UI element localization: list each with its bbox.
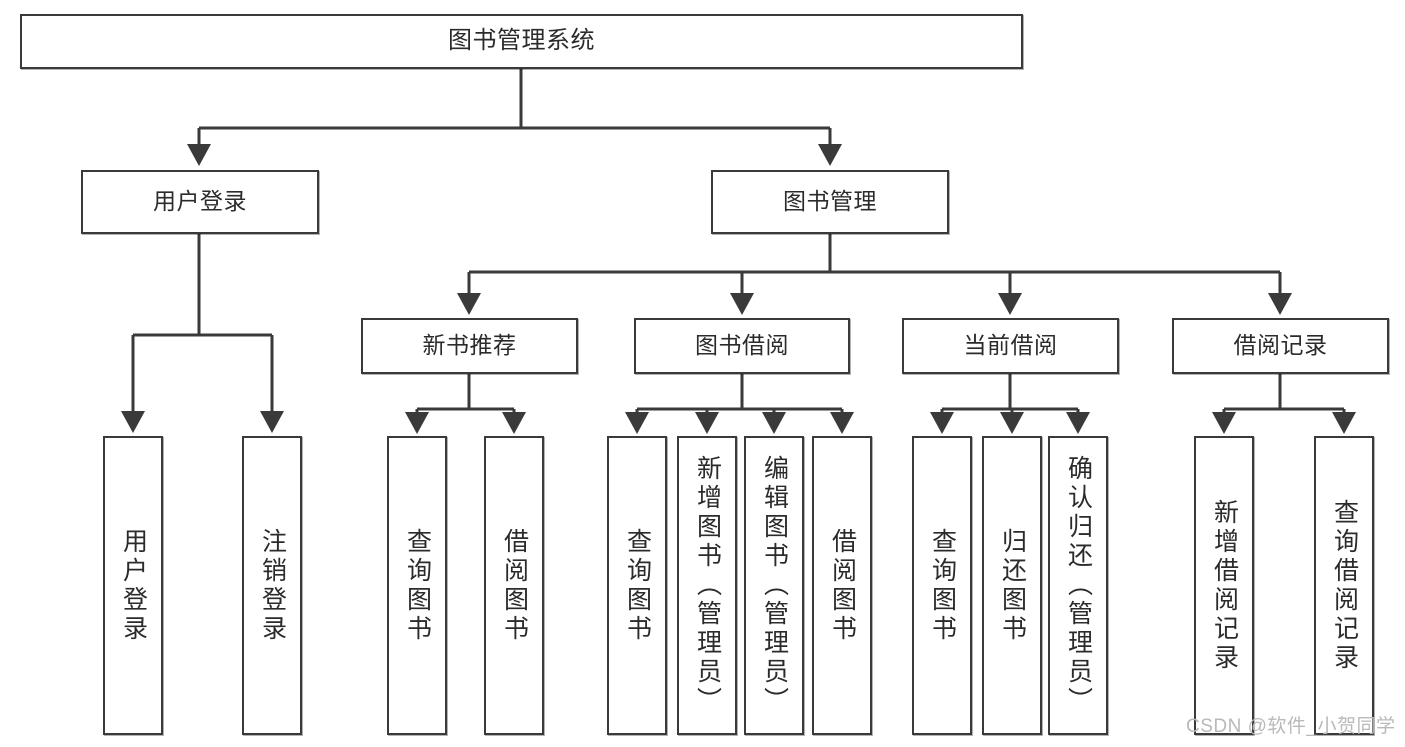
node-root[interactable]: 图书管理系统 <box>20 14 1023 69</box>
node-leaf-borrow-book-2-label: 借阅图书 <box>828 527 857 644</box>
node-leaf-query-book-3-label: 查询图书 <box>928 527 957 644</box>
node-leaf-add-book-label: 新增图书（管理员） <box>693 455 722 716</box>
node-leaf-query-book-2-label: 查询图书 <box>623 527 652 644</box>
node-borrow-record-label: 借阅记录 <box>1233 332 1328 359</box>
node-book-manage[interactable]: 图书管理 <box>711 170 949 234</box>
node-leaf-user-login-label: 用户登录 <box>119 527 148 644</box>
node-leaf-add-book[interactable]: 新增图书（管理员） <box>677 436 737 735</box>
node-current-borrow[interactable]: 当前借阅 <box>902 318 1119 374</box>
node-root-label: 图书管理系统 <box>448 27 595 55</box>
node-leaf-query-book-1-label: 查询图书 <box>403 527 432 644</box>
node-leaf-add-record-label: 新增借阅记录 <box>1210 498 1239 673</box>
node-book-borrow-label: 图书借阅 <box>695 332 789 359</box>
node-leaf-user-login[interactable]: 用户登录 <box>103 436 163 735</box>
node-current-borrow-label: 当前借阅 <box>963 332 1058 359</box>
node-leaf-add-record[interactable]: 新增借阅记录 <box>1194 436 1254 735</box>
node-leaf-confirm-return-label: 确认归还（管理员） <box>1064 455 1093 716</box>
node-leaf-return-book[interactable]: 归还图书 <box>982 436 1042 735</box>
node-leaf-user-logout-label: 注销登录 <box>258 527 287 644</box>
node-user-login[interactable]: 用户登录 <box>81 170 319 234</box>
node-leaf-query-record-label: 查询借阅记录 <box>1330 498 1359 673</box>
node-new-book-rec[interactable]: 新书推荐 <box>361 318 578 374</box>
node-book-manage-label: 图书管理 <box>783 188 877 215</box>
node-user-login-label: 用户登录 <box>153 188 247 215</box>
node-leaf-edit-book-label: 编辑图书（管理员） <box>760 455 789 716</box>
watermark: CSDN @软件_小贺同学 <box>1186 716 1396 737</box>
node-leaf-confirm-return[interactable]: 确认归还（管理员） <box>1048 436 1108 735</box>
node-leaf-query-record[interactable]: 查询借阅记录 <box>1314 436 1374 735</box>
node-leaf-query-book-1[interactable]: 查询图书 <box>387 436 447 735</box>
node-leaf-user-logout[interactable]: 注销登录 <box>242 436 302 735</box>
node-borrow-record[interactable]: 借阅记录 <box>1172 318 1389 374</box>
node-leaf-borrow-book-1[interactable]: 借阅图书 <box>484 436 544 735</box>
node-book-borrow[interactable]: 图书借阅 <box>634 318 850 374</box>
node-leaf-edit-book[interactable]: 编辑图书（管理员） <box>744 436 804 735</box>
node-leaf-query-book-3[interactable]: 查询图书 <box>912 436 972 735</box>
node-new-book-rec-label: 新书推荐 <box>422 332 517 359</box>
node-leaf-borrow-book-2[interactable]: 借阅图书 <box>812 436 872 735</box>
node-leaf-borrow-book-1-label: 借阅图书 <box>500 527 529 644</box>
node-leaf-query-book-2[interactable]: 查询图书 <box>607 436 667 735</box>
node-leaf-return-book-label: 归还图书 <box>998 527 1027 644</box>
